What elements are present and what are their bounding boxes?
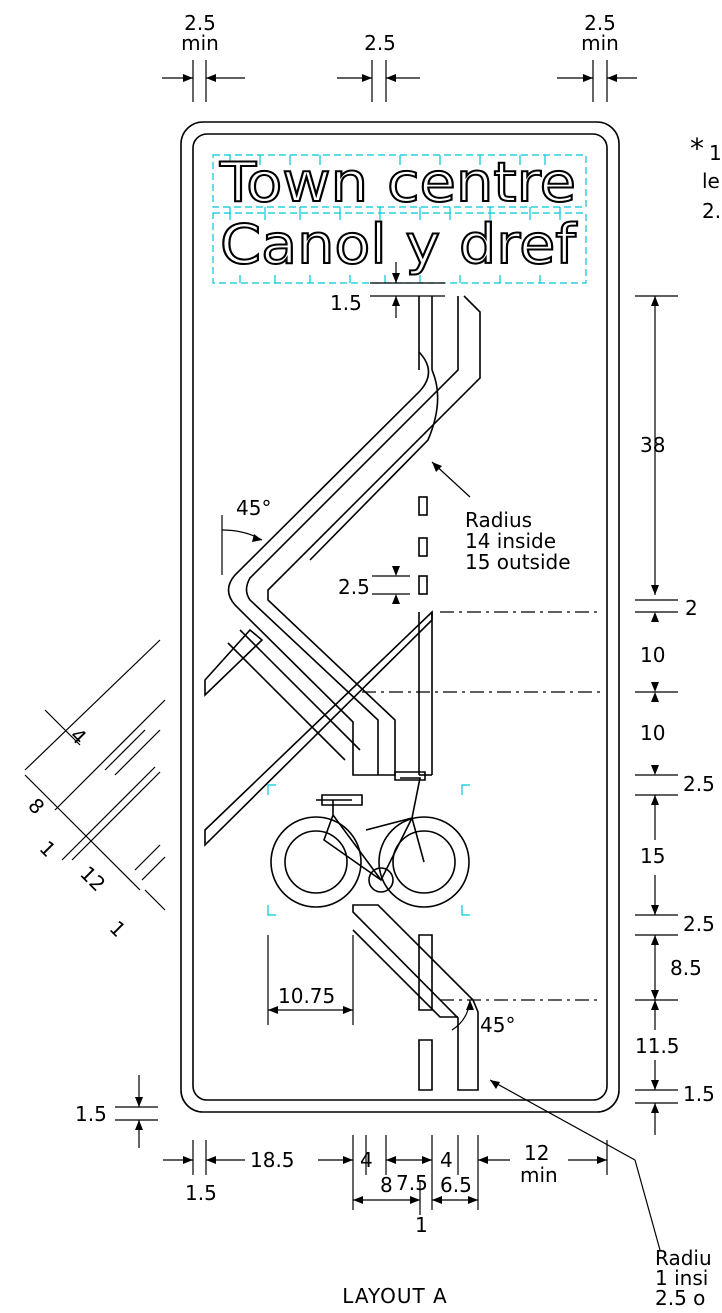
sign-line-town-centre: Town centre [219, 151, 576, 214]
diagonal-dimensions [24, 639, 166, 911]
dash-gap-dim [372, 566, 410, 604]
top-right-dim-min: min [581, 31, 619, 55]
radius-bottom-leader [489, 1079, 661, 1251]
dim-1-5-right: 1.5 [683, 1082, 715, 1106]
top-left-dim-min: min [181, 31, 219, 55]
dim-12: 12 [524, 1141, 549, 1165]
radius-outside: 15 outside [465, 550, 571, 574]
dim-2: 2 [685, 596, 698, 620]
gap-below-text-label: 1.5 [330, 291, 362, 315]
note-line-1: 1 [709, 141, 722, 165]
text-construction-guides [212, 154, 587, 284]
dim-38: 38 [640, 433, 665, 457]
dim-10-a: 10 [640, 643, 665, 667]
dim-1-5-bottom: 1.5 [185, 1181, 217, 1205]
radius-bottom-outside: 2.5 o [655, 1286, 705, 1310]
dim-10-b: 10 [640, 721, 665, 745]
dim-8: 8 [380, 1173, 393, 1197]
left-border-label: 1.5 [75, 1102, 107, 1126]
bottom-dimensions [163, 1135, 608, 1215]
top-right-dim-value: 2.5 [584, 11, 616, 35]
diag-dim-8: 8 [23, 793, 49, 819]
top-dimensions [162, 60, 637, 102]
right-dimensions [635, 295, 678, 1135]
dim-10-75-label: 10.75 [278, 984, 335, 1008]
dim-4-b: 4 [440, 1148, 453, 1172]
angle-top-annotation [221, 515, 263, 575]
dim-18-5: 18.5 [250, 1148, 295, 1172]
dashed-centre-line [418, 496, 428, 595]
angle-top-label: 45° [236, 496, 271, 520]
dim-1: 1 [415, 1213, 428, 1237]
diag-dim-1-b: 1 [105, 916, 131, 942]
dim-2-5-a: 2.5 [683, 772, 715, 796]
sign-line-canol-y-dref: Canol y dref [220, 213, 578, 276]
diag-dim-1-a: 1 [35, 836, 61, 862]
dim-4-a: 4 [360, 1148, 373, 1172]
top-left-dim-value: 2.5 [184, 11, 216, 35]
radius-leader [431, 461, 471, 498]
angle-bottom-annotation [451, 999, 474, 1031]
dim-7-5: 7.5 [396, 1171, 428, 1195]
radius-bottom-title: Radiu [655, 1246, 712, 1270]
radius-bottom-inside: 1 insi [655, 1266, 708, 1290]
sign-inner-border [192, 133, 608, 1101]
dim-15: 15 [640, 844, 665, 868]
bicycle-symbol [267, 771, 470, 916]
dim-11-5: 11.5 [635, 1034, 680, 1058]
bicycle-icon [270, 771, 470, 908]
road-marking-bottom [352, 904, 479, 1091]
note-line-3: 2. [702, 199, 721, 223]
note-asterisk: * [690, 132, 704, 165]
layout-caption: LAYOUT A [342, 1284, 448, 1308]
angle-bottom-label: 45° [480, 1013, 515, 1037]
diag-dim-12: 12 [75, 861, 110, 896]
construction-lines [362, 611, 600, 1001]
dash-gap-label: 2.5 [338, 575, 370, 599]
dim-8-5: 8.5 [670, 956, 702, 980]
radius-title: Radius [465, 508, 532, 532]
dim-10-75 [267, 935, 354, 1025]
road-marking-top [204, 295, 481, 847]
dim-2-5-b: 2.5 [683, 912, 715, 936]
dim-12-min: min [520, 1163, 558, 1187]
top-mid-dim-value: 2.5 [364, 31, 396, 55]
radius-inside: 14 inside [465, 529, 556, 553]
left-border-dim [115, 1075, 158, 1148]
sign-outer-border [180, 121, 620, 1113]
dim-6-5: 6.5 [440, 1173, 472, 1197]
note-line-2: le [702, 169, 720, 193]
